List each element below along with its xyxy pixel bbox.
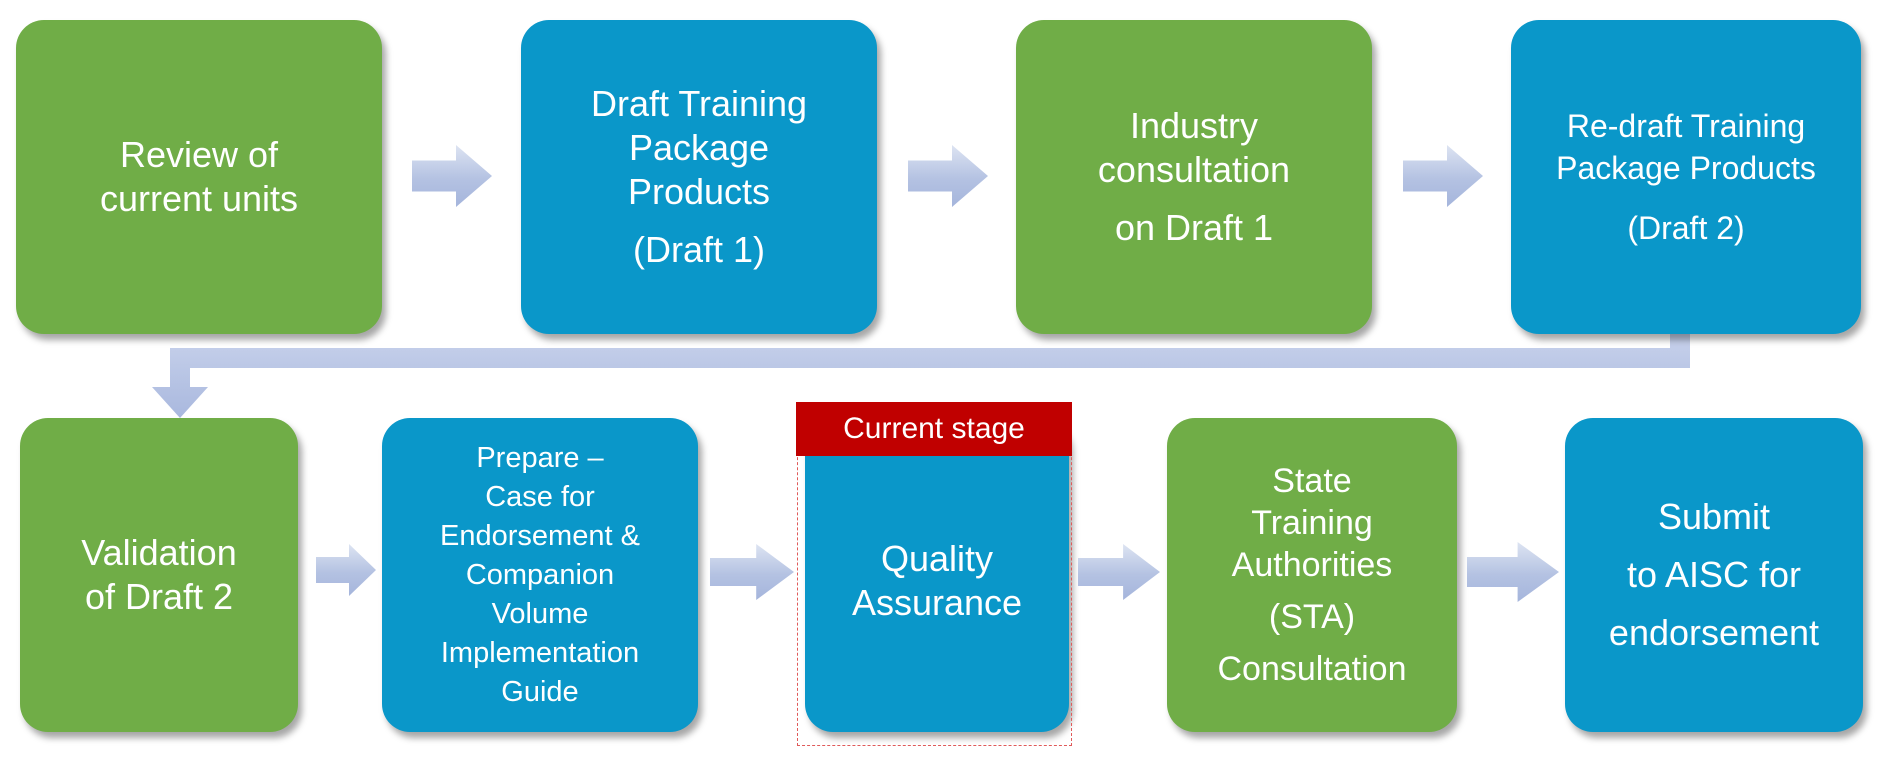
step-text-line: Re-draft Training [1566, 108, 1806, 144]
step-prepare-case-for-endorsement: Prepare – Case for Endorsement & Compani… [382, 418, 698, 732]
step-text-line: Authorities [1231, 546, 1393, 584]
step-redraft-training-package: Re-draft Training Package Products (Draf… [1511, 20, 1861, 334]
step-text-line: Implementation [440, 636, 640, 669]
step-text-line: Products [627, 171, 771, 212]
step-text-line: Consultation [1217, 650, 1407, 688]
step-text-line: Prepare – [476, 441, 604, 474]
step-text-line: of Draft 2 [84, 576, 234, 617]
step-text-line: Package Products [1556, 150, 1816, 186]
step-text-line: (Draft 1) [632, 229, 765, 270]
step-text-line: consultation [1097, 149, 1291, 190]
step-draft-training-package: Draft Training Package Products (Draft 1… [521, 20, 877, 334]
step-validation-draft-2: Validation of Draft 2 [20, 418, 298, 732]
step-text-line: Companion [465, 558, 615, 591]
step-submit-to-aisc: Submit to AISC for endorsement [1565, 418, 1863, 732]
step-text-line: Review of [119, 134, 279, 175]
current-stage-badge: Current stage [796, 402, 1072, 456]
step-text-line: Training [1251, 504, 1373, 542]
step-text-line: Submit [1657, 496, 1771, 537]
step-text-line: to AISC for [1626, 554, 1802, 595]
step-text-line: Industry [1129, 105, 1259, 146]
step-industry-consultation: Industry consultation on Draft 1 [1016, 20, 1372, 334]
step-text-line: (Draft 2) [1627, 210, 1745, 246]
step-text-line: (STA) [1268, 598, 1356, 636]
step-text-line: Endorsement & [440, 519, 640, 552]
step-state-training-authorities: State Training Authorities (STA) Consult… [1167, 418, 1457, 732]
step-text-line: Assurance [851, 582, 1023, 623]
step-text-line: Package [628, 127, 770, 168]
step-text-line: Volume [491, 597, 589, 630]
step-text-line: Quality [880, 538, 994, 579]
step-text-line: Guide [501, 675, 579, 708]
step-text-line: endorsement [1608, 612, 1820, 653]
step-text-line: Case for [485, 480, 595, 513]
step-review-current-units: Review of current units [16, 20, 382, 334]
step-text-line: State [1272, 462, 1352, 500]
step-text-line: current units [99, 178, 299, 219]
step-quality-assurance: Quality Assurance [805, 418, 1069, 732]
step-text-line: Validation [81, 532, 237, 573]
step-text-line: Draft Training [590, 83, 808, 124]
step-text-line: on Draft 1 [1114, 207, 1274, 248]
